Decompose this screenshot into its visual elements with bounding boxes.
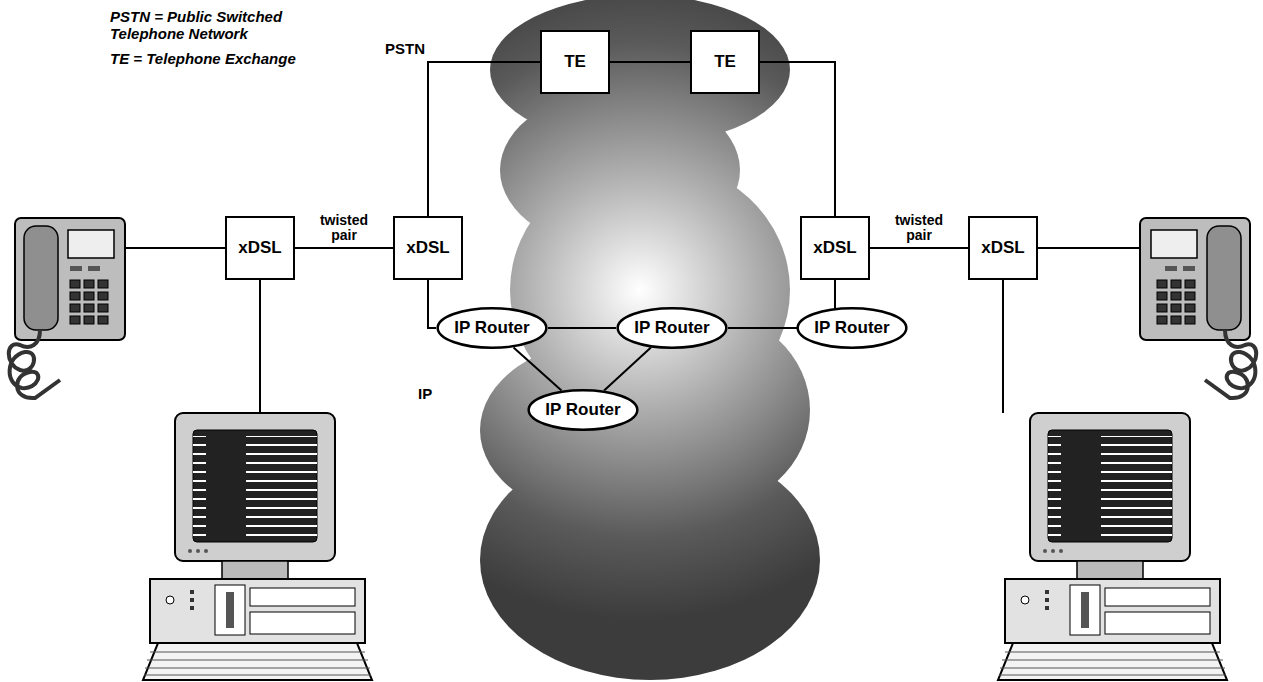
legend-note: TE = Telephone Exchange [110, 50, 370, 67]
network-link [760, 62, 835, 216]
network-link [514, 347, 562, 390]
network-link [728, 327, 796, 329]
network-link [610, 61, 690, 63]
network-link [548, 327, 616, 329]
modem-box: xDSL [968, 216, 1038, 280]
router-ellipse: IP Router [616, 307, 728, 349]
network-link [604, 347, 651, 390]
network-label: IP [418, 385, 448, 402]
node-text: xDSL [238, 238, 281, 258]
node-text: IP Router [454, 318, 529, 338]
exchange-box: TE [690, 30, 760, 94]
router-ellipse: IP Router [796, 307, 908, 349]
network-link [295, 247, 393, 249]
legend-note: PSTN = Public Switched Telephone Network [110, 8, 340, 42]
node-text: IP Router [545, 400, 620, 420]
node-text: IP Router [634, 318, 709, 338]
node-text: xDSL [406, 238, 449, 258]
router-ellipse: IP Router [527, 389, 639, 431]
node-text: TE [714, 52, 736, 72]
modem-box: xDSL [393, 216, 463, 280]
network-link [428, 280, 436, 328]
node-text: IP Router [814, 318, 889, 338]
router-ellipse: IP Router [436, 307, 548, 349]
node-text: xDSL [813, 238, 856, 258]
link-label: twisted pair [311, 213, 377, 243]
network-label: PSTN [385, 40, 445, 57]
network-link [870, 247, 968, 249]
network-link [428, 62, 540, 216]
modem-box: xDSL [800, 216, 870, 280]
modem-box: xDSL [225, 216, 295, 280]
exchange-box: TE [540, 30, 610, 94]
node-text: TE [564, 52, 586, 72]
node-text: xDSL [981, 238, 1024, 258]
link-label: twisted pair [886, 213, 952, 243]
